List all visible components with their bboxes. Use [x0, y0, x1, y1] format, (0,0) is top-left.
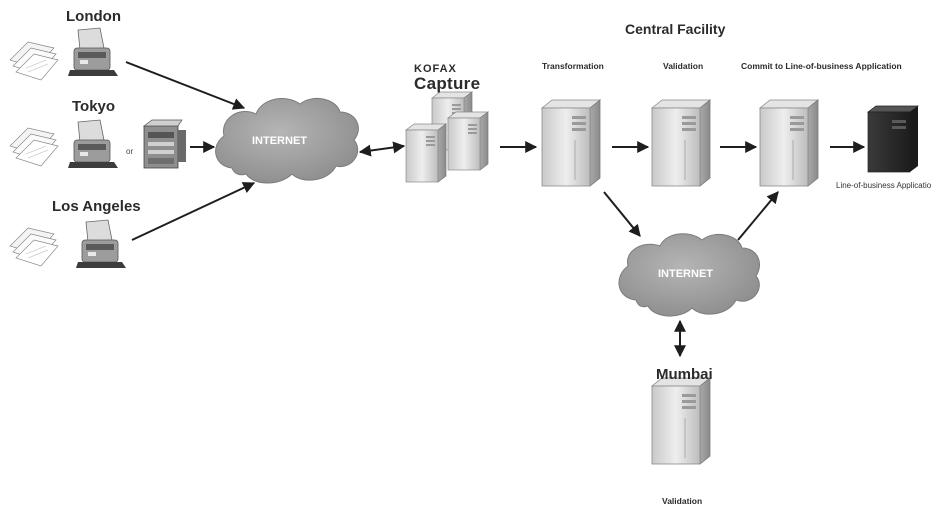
- arrow-london-internet: [125, 61, 246, 110]
- transformation-label: Transformation: [542, 61, 604, 71]
- losangeles-label: Los Angeles: [52, 198, 141, 215]
- scanner-icon: [67, 27, 119, 77]
- commit-server-icon: [759, 99, 819, 187]
- server-icon: [405, 123, 447, 183]
- connector-arrows: [125, 61, 866, 358]
- validation-server-icon: [651, 99, 711, 187]
- scanner-icon: [67, 119, 119, 169]
- tokyo-devices: [9, 119, 187, 169]
- mumbai-label: Mumbai: [656, 366, 713, 383]
- tokyo-label: Tokyo: [72, 98, 116, 115]
- central-facility-title: Central Facility: [625, 21, 726, 37]
- arrow-losangeles-internet: [131, 182, 256, 241]
- tokyo-or-label: or: [126, 147, 134, 156]
- losangeles-devices: [9, 219, 127, 269]
- paper-stack-icon: [9, 227, 59, 267]
- kofax-capture-servers: [405, 91, 489, 183]
- scanner-icon: [75, 219, 127, 269]
- mumbai-validation-label: Validation: [662, 496, 703, 506]
- application-server-icon: [866, 105, 920, 173]
- commit-label: Commit to Line-of-business Application: [741, 61, 902, 71]
- internet-cloud-secondary: [618, 233, 760, 317]
- arrow-transformation-internet: [603, 191, 641, 237]
- london-devices: [9, 27, 119, 81]
- server-icon: [447, 111, 489, 171]
- kofax-brand-line2: Capture: [414, 74, 481, 93]
- application-label: Line-of-business Applicatio: [836, 181, 932, 190]
- internet-cloud-main: [215, 97, 359, 184]
- paper-stack-icon: [9, 127, 59, 167]
- copier-icon: [143, 119, 187, 169]
- arrow-internet-capture: [358, 141, 406, 157]
- validation-label: Validation: [663, 61, 704, 71]
- internet-main-label: INTERNET: [252, 135, 307, 147]
- transformation-server-icon: [541, 99, 601, 187]
- kofax-brand-line1: KOFAX: [414, 63, 457, 75]
- paper-stack-icon: [9, 41, 59, 81]
- internet-secondary-label: INTERNET: [658, 268, 713, 280]
- mumbai-validation-server-icon: [651, 377, 711, 465]
- london-label: London: [66, 8, 121, 25]
- arrow-internet-commit: [737, 191, 779, 241]
